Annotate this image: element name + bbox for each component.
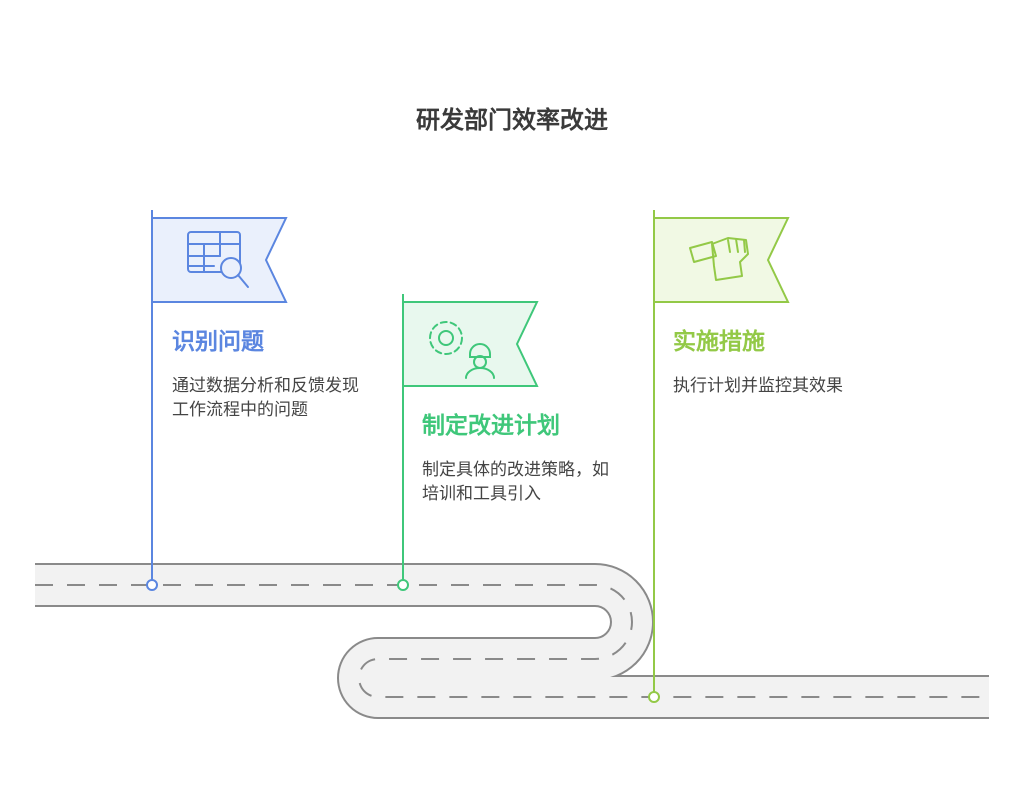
flag-implement xyxy=(648,210,790,703)
step-desc-identify: 通过数据分析和反馈发现工作流程中的问题 xyxy=(172,376,359,420)
step-title-implement: 实施措施 xyxy=(673,329,765,355)
marker-dot xyxy=(648,691,660,703)
step-title-plan: 制定改进计划 xyxy=(422,413,560,439)
marker-dot xyxy=(397,579,409,591)
hand-pen-icon xyxy=(689,237,749,281)
gear-worker-icon xyxy=(429,321,495,379)
step-desc-implement: 执行计划并监控其效果 xyxy=(673,376,843,396)
step-desc-plan: 制定具体的改进策略，如培训和工具引入 xyxy=(422,460,609,504)
spreadsheet-search-icon xyxy=(187,231,249,288)
flag-identify xyxy=(146,210,288,591)
step-title-identify: 识别问题 xyxy=(172,329,264,355)
diagram-title: 研发部门效率改进 xyxy=(416,106,608,134)
flag-plan xyxy=(397,294,539,591)
winding-road xyxy=(35,563,989,719)
marker-dot xyxy=(146,579,158,591)
